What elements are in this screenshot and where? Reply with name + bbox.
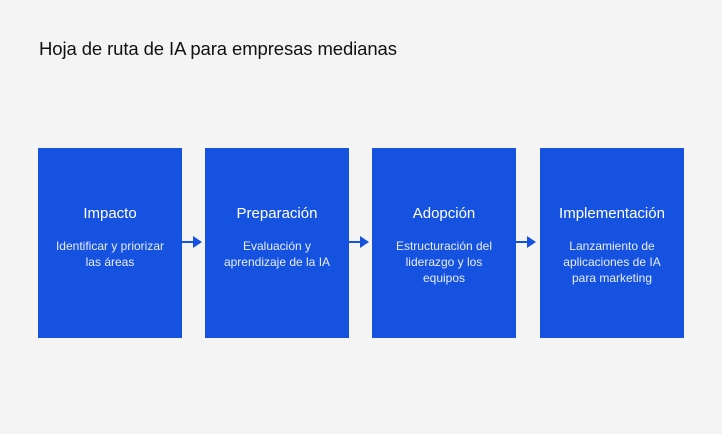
page-title: Hoja de ruta de IA para empresas mediana…: [39, 38, 397, 59]
step-heading: Implementación: [559, 205, 665, 222]
arrow-right-icon: [182, 236, 202, 248]
arrow-right-icon: [349, 236, 369, 248]
step-description: Identificar y priorizar las áreas: [55, 239, 165, 269]
step-preparacion: Preparación Evaluación y aprendizaje de …: [205, 148, 349, 338]
step-implementacion: Implementación Lanzamiento de aplicacion…: [540, 148, 684, 338]
step-impacto: Impacto Identificar y priorizar las área…: [38, 148, 182, 338]
step-heading: Preparación: [236, 205, 318, 222]
step-description: Evaluación y aprendizaje de la IA: [223, 239, 331, 269]
step-adopcion: Adopción Estructuración del liderazgo y …: [372, 148, 516, 338]
step-heading: Impacto: [83, 205, 137, 222]
step-description: Estructuración del liderazgo y los equip…: [395, 239, 493, 285]
step-description: Lanzamiento de aplicaciones de IA para m…: [563, 239, 661, 285]
arrow-right-icon: [516, 236, 536, 248]
step-heading: Adopción: [412, 205, 476, 222]
